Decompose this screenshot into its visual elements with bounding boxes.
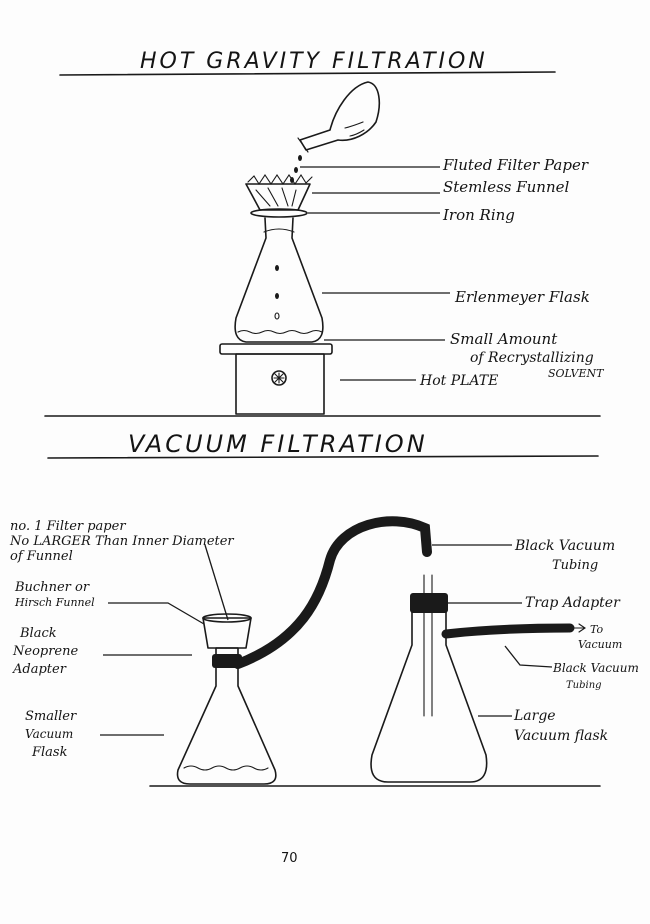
label-stemless-funnel: Stemless Funnel <box>443 178 570 196</box>
hot-gravity-title: HOT GRAVITY FILTRATION <box>140 49 488 74</box>
fluted-filter-paper-icon <box>247 173 313 186</box>
buchner-funnel-icon <box>202 613 252 657</box>
hot-plate-icon <box>219 343 333 415</box>
label-filter-paper-line3: of Funnel <box>10 549 73 564</box>
label-to-vacuum-line1: To <box>590 623 603 636</box>
label-neoprene-line2: Neoprene <box>12 644 78 659</box>
trap-adapter-icon <box>410 593 448 613</box>
label-filter-paper-line2: No LARGER Than Inner Diameter <box>9 534 234 549</box>
erlenmeyer-flask-icon <box>234 217 324 343</box>
label-smaller-line2: Vacuum <box>25 727 73 741</box>
label-neoprene-line3: Adapter <box>12 662 67 677</box>
label-hot-plate: Hot PLATE <box>419 373 498 389</box>
iron-ring-icon <box>250 208 308 218</box>
top-title-underline <box>59 71 556 76</box>
pouring-flask-icon <box>297 81 381 153</box>
vacuum-tubing-icon <box>233 516 432 669</box>
label-solvent-line1: Small Amount <box>450 330 558 348</box>
label-fluted-filter-paper: Fluted Filter Paper <box>442 156 589 174</box>
stemless-funnel-icon <box>245 183 311 211</box>
bottom-title-underline <box>47 455 599 459</box>
label-solvent-line3: SOLVENT <box>548 367 605 380</box>
small-vacuum-flask-icon <box>176 665 277 785</box>
vacuum-title: VACUUM FILTRATION <box>128 430 428 458</box>
leader-filter-paper <box>204 544 229 621</box>
label-tubing-right-line2: Tubing <box>566 680 602 691</box>
label-large-line1: Large <box>513 708 556 724</box>
leader-tubing-right <box>504 645 553 668</box>
leader-buchner <box>108 602 205 625</box>
label-erlenmeyer-flask: Erlenmeyer Flask <box>454 288 590 306</box>
label-smaller-line1: Smaller <box>25 709 77 724</box>
label-tubing-right-line1: Black Vacuum <box>552 661 639 675</box>
label-buchner-line1: Buchner or <box>14 580 90 595</box>
label-tubing-top-line1: Black Vacuum <box>514 538 615 554</box>
label-iron-ring: Iron Ring <box>442 206 515 224</box>
label-tubing-top-line2: Tubing <box>552 558 598 573</box>
label-trap-adapter: Trap Adapter <box>525 595 621 611</box>
label-large-line2: Vacuum flask <box>514 728 608 744</box>
label-solvent-line2: of Recrystallizing <box>470 350 594 366</box>
label-neoprene-line1: Black <box>19 626 57 641</box>
page-number: 70 <box>281 851 298 866</box>
label-to-vacuum-line2: Vacuum <box>578 638 622 651</box>
label-filter-paper-line1: no. 1 Filter paper <box>10 519 126 534</box>
label-smaller-line3: Flask <box>31 745 68 760</box>
label-buchner-line2: Hirsch Funnel <box>14 596 95 609</box>
side-arm-tubing-icon <box>441 623 586 639</box>
